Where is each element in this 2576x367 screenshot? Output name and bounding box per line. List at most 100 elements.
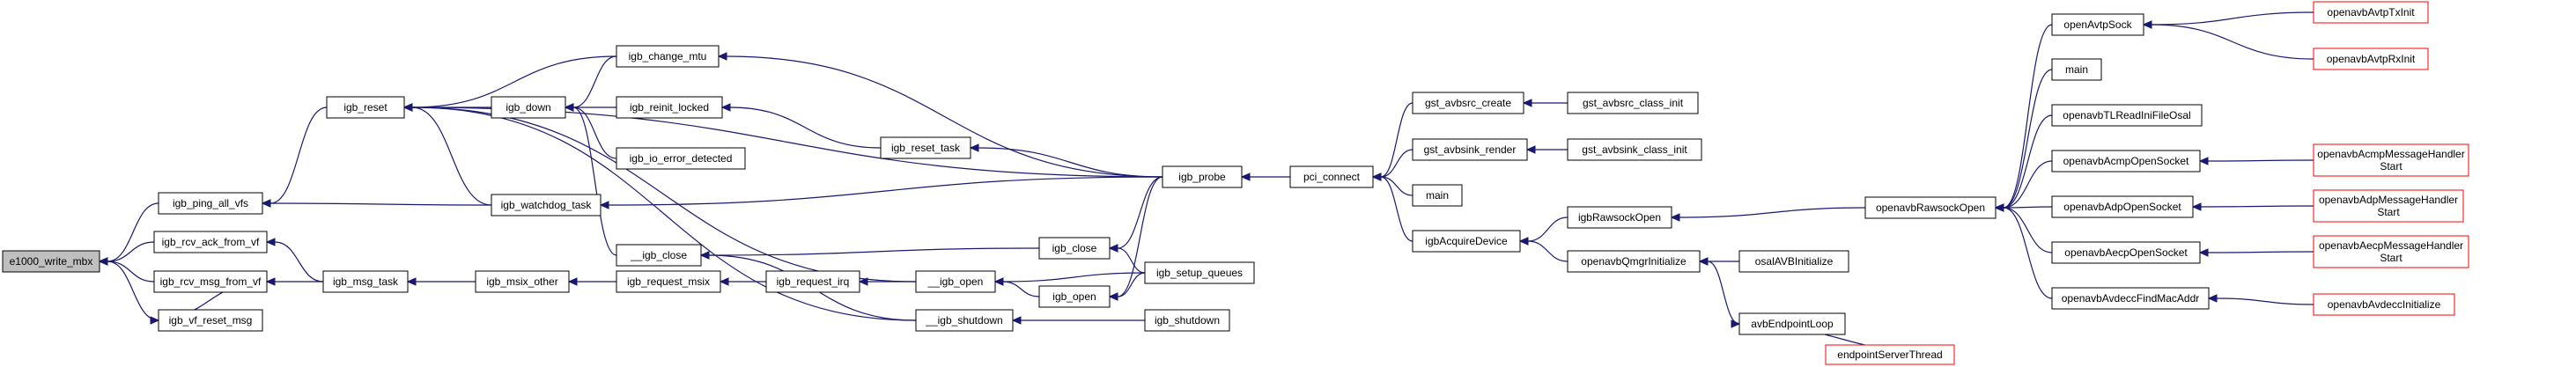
node-box-igb_msg_task: [322, 270, 409, 293]
node-box-igb_probe: [1162, 165, 1243, 188]
node-box-openavbQmgrInitialize: [1567, 250, 1701, 273]
node-igb_reset_task[interactable]: igb_reset_task: [880, 136, 971, 159]
node-igb_probe[interactable]: igb_probe: [1162, 165, 1243, 188]
node-igb_change_mtu[interactable]: igb_change_mtu: [616, 45, 720, 68]
node-openavbAvtpTxInit[interactable]: openavbAvtpTxInit: [2313, 1, 2429, 24]
node-igb_rcv_ack_from_vf[interactable]: igb_rcv_ack_from_vf: [153, 231, 268, 253]
node-igb_close[interactable]: igb_close: [1038, 237, 1111, 260]
node-igb_msg_task[interactable]: igb_msg_task: [322, 270, 409, 293]
edge-arrowhead-gst_avbsink_class_init-to-gst_avbsink_render: [1525, 145, 1536, 154]
node-igb_reinit_locked[interactable]: igb_reinit_locked: [616, 96, 723, 119]
node-e1000_write_mbx[interactable]: e1000_write_mbx: [2, 250, 100, 273]
node-openavbAecpOpenSocket[interactable]: openavbAecpOpenSocket: [2051, 241, 2201, 264]
node-gst_avbsink_render[interactable]: gst_avbsink_render: [1412, 138, 1528, 161]
node-igb_shutdown[interactable]: igb_shutdown: [1144, 309, 1230, 332]
edge-arrowhead-openavbAdpMessageHandlerStart-to-openavbAdpOpenSocket: [2191, 202, 2202, 211]
node-igb_request_msix[interactable]: igb_request_msix: [616, 270, 721, 293]
node-label-openavbAcmpMessageHandlerStart: openavbAcmpMessageHandler: [2317, 148, 2464, 160]
node-igb_setup_queues[interactable]: igb_setup_queues: [1144, 261, 1255, 284]
edge-igb_reset-to-igb_ping_all_vfs: [269, 106, 328, 204]
node-osalAVBInitialize[interactable]: osalAVBInitialize: [1738, 250, 1849, 273]
node-label-openavbAdpMessageHandlerStart: openavbAdpMessageHandler: [2319, 194, 2458, 206]
node-label-igb_change_mtu: igb_change_mtu: [629, 50, 707, 62]
node-igb_request_irq[interactable]: igb_request_irq: [765, 270, 860, 293]
node-__igb_close[interactable]: __igb_close: [616, 244, 702, 267]
node-box-openavbTLReadIniFileOsal: [2051, 104, 2203, 127]
node-openAvtpSock[interactable]: openAvtpSock: [2051, 13, 2144, 36]
node-igbRawsockOpen[interactable]: igbRawsockOpen: [1567, 206, 1672, 229]
node-label-__igb_close: __igb_close: [630, 249, 687, 261]
node-box-endpointServerThread: [1825, 344, 1955, 365]
edge-arrowhead-igb_probe-to-igb_reset_task: [969, 143, 979, 152]
node-igb_open[interactable]: igb_open: [1038, 285, 1111, 308]
node-label-main_pci: main: [1426, 189, 1449, 202]
node-igb_rcv_msg_from_vf[interactable]: igb_rcv_msg_from_vf: [153, 270, 268, 293]
edge-arrowhead-__igb_open-to-igb_request_irq: [858, 277, 868, 286]
node-box-openavbAecpOpenSocket: [2051, 241, 2201, 264]
edge-igb_probe-to-igb_watchdog_task: [608, 176, 1163, 206]
node-igb_reset[interactable]: igb_reset: [326, 96, 405, 119]
node-openavbAdpOpenSocket[interactable]: openavbAdpOpenSocket: [2051, 195, 2194, 218]
edge-arrowhead-igb_setup_queues-to-igb_open: [1108, 292, 1118, 301]
node-pci_connect[interactable]: pci_connect: [1289, 165, 1374, 188]
node-label-gst_avbsink_class_init: gst_avbsink_class_init: [1582, 143, 1687, 156]
node-main_raw[interactable]: main: [2051, 58, 2102, 81]
node-box-gst_avbsrc_create: [1412, 92, 1524, 114]
node-label-osalAVBInitialize: osalAVBInitialize: [1755, 255, 1834, 268]
node-openavbAvdeccFindMacAddr[interactable]: openavbAvdeccFindMacAddr: [2051, 287, 2210, 310]
edge-igb_probe-to-igb_close: [1117, 176, 1163, 249]
node-box-igb_reinit_locked: [616, 96, 723, 119]
node-endpointServerThread[interactable]: endpointServerThread: [1825, 344, 1955, 365]
node-box-openavbAcmpOpenSocket: [2051, 150, 2201, 172]
node-label-gst_avbsink_render: gst_avbsink_render: [1424, 143, 1517, 156]
edge-arrowhead-openavbQmgrInitialize-to-igbAcquireDevice: [1518, 237, 1529, 246]
node-box-igb_msix_other: [475, 270, 570, 293]
node-__igb_open[interactable]: __igb_open: [915, 270, 996, 293]
node-box-gst_avbsrc_class_init: [1567, 92, 1699, 114]
node-avbEndpointLoop[interactable]: avbEndpointLoop: [1738, 312, 1846, 335]
edge-openavbAdpMessageHandlerStart-to-openavbAdpOpenSocket: [2200, 205, 2314, 208]
node-igbAcquireDevice[interactable]: igbAcquireDevice: [1412, 230, 1521, 253]
node-box-igb_shutdown: [1144, 309, 1230, 332]
node-igb_ping_all_vfs[interactable]: igb_ping_all_vfs: [158, 192, 263, 215]
node-openavbAcmpOpenSocket[interactable]: openavbAcmpOpenSocket: [2051, 150, 2201, 172]
node-openavbRawsockOpen[interactable]: openavbRawsockOpen: [1864, 196, 1997, 219]
edge-__igb_close-to-igb_down: [572, 106, 617, 256]
edge-openavbAecpMessageHandlerStart-to-openavbAecpOpenSocket: [2207, 251, 2314, 253]
node-gst_avbsrc_create[interactable]: gst_avbsrc_create: [1412, 92, 1524, 114]
node-gst_avbsrc_class_init[interactable]: gst_avbsrc_class_init: [1567, 92, 1699, 114]
node-openavbTLReadIniFileOsal[interactable]: openavbTLReadIniFileOsal: [2051, 104, 2203, 127]
node-igb_watchdog_task[interactable]: igb_watchdog_task: [491, 194, 602, 217]
node-box-igb_ping_all_vfs: [158, 192, 263, 215]
node-openavbQmgrInitialize[interactable]: openavbQmgrInitialize: [1567, 250, 1701, 273]
edge-arrowhead-openavbAvtpRxInit-to-openAvtpSock: [2142, 20, 2152, 29]
node-box-openavbAvdeccFindMacAddr: [2051, 287, 2210, 310]
node-__igb_shutdown[interactable]: __igb_shutdown: [915, 309, 1014, 332]
edge-igbAcquireDevice-to-pci_connect: [1380, 176, 1413, 242]
edge-openavbAvdeccFindMacAddr-to-openavbRawsockOpen: [2003, 207, 2053, 299]
edge-gst_avbsink_render-to-pci_connect: [1380, 149, 1413, 178]
node-label-igb_rcv_msg_from_vf: igb_rcv_msg_from_vf: [160, 275, 262, 288]
node-label-igb_down: igb_down: [506, 101, 550, 114]
edge-arrowhead-igb_msix_other-to-igb_msg_task: [406, 277, 417, 286]
node-igb_down[interactable]: igb_down: [491, 96, 566, 119]
edge-arrowhead-igb_msg_task-to-igb_rcv_ack_from_vf: [265, 238, 276, 246]
node-gst_avbsink_class_init[interactable]: gst_avbsink_class_init: [1567, 138, 1702, 161]
node-main_pci[interactable]: main: [1412, 184, 1463, 207]
node-label-igb_request_msix: igb_request_msix: [627, 275, 710, 288]
edge-igb_reset_task-to-igb_reinit_locked: [729, 106, 882, 149]
node-igb_io_error_detected[interactable]: igb_io_error_detected: [616, 147, 746, 170]
node-label-openAvtpSock: openAvtpSock: [2063, 18, 2132, 31]
node-box-igb_open: [1038, 285, 1111, 308]
node-igb_msix_other[interactable]: igb_msix_other: [475, 270, 570, 293]
node-label-igb_reset_task: igb_reset_task: [891, 142, 961, 154]
node-box-openavbAvdeccInitialize: [2313, 293, 2455, 316]
node-openavbAvdeccInitialize[interactable]: openavbAvdeccInitialize: [2313, 293, 2455, 316]
node-igb_vf_reset_msg[interactable]: igb_vf_reset_msg: [158, 309, 263, 332]
node-label-igb_shutdown: igb_shutdown: [1155, 314, 1220, 327]
node-openavbAvtpRxInit[interactable]: openavbAvtpRxInit: [2313, 48, 2429, 70]
node-label-__igb_shutdown: __igb_shutdown: [925, 314, 1002, 327]
